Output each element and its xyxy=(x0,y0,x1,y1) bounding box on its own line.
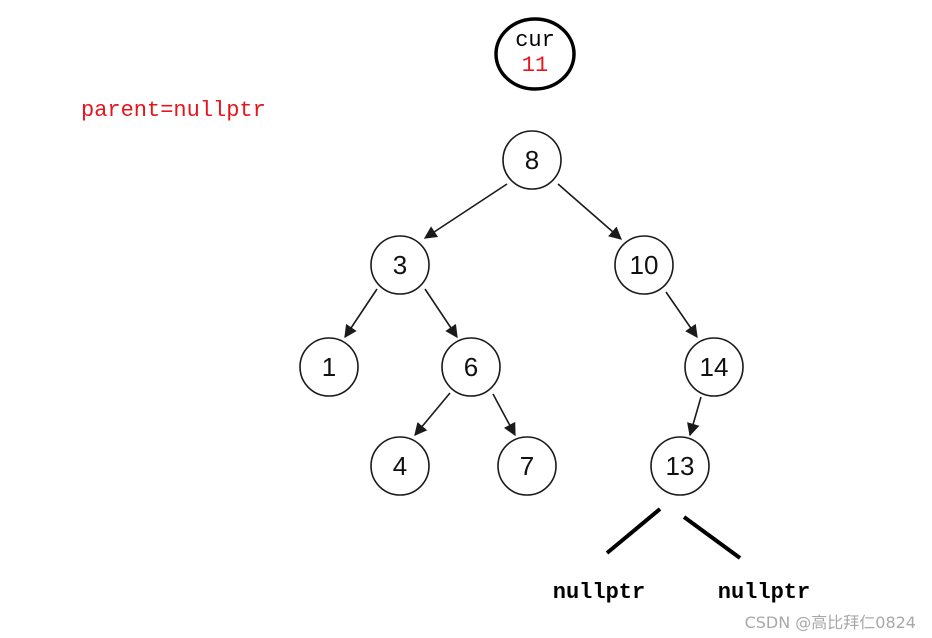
tree-nodes: 8 3 10 1 6 14 xyxy=(299,130,744,496)
null-label-left: nullptr xyxy=(553,580,645,605)
node-label: 14 xyxy=(700,352,729,382)
null-edge-left xyxy=(605,507,662,555)
null-label-right: nullptr xyxy=(718,580,810,605)
tree-node: 1 xyxy=(299,337,359,397)
node-label: 3 xyxy=(393,250,407,280)
cur-label: cur xyxy=(515,28,555,53)
edge-10-14 xyxy=(665,291,698,339)
node-label: 10 xyxy=(630,250,659,280)
parent-label: parent=nullptr xyxy=(81,98,266,123)
node-label: 13 xyxy=(666,451,695,481)
edge-8-3 xyxy=(423,183,508,239)
tree-node: 10 xyxy=(614,235,674,295)
node-label: 7 xyxy=(520,451,534,481)
edge-3-6 xyxy=(424,288,458,339)
tree-node: 14 xyxy=(684,337,744,397)
tree-node: 8 xyxy=(502,130,562,190)
null-edge-right xyxy=(682,515,742,560)
node-label: 6 xyxy=(464,352,478,382)
null-branches: nullptr nullptr xyxy=(553,507,810,605)
tree-node: 4 xyxy=(370,436,430,496)
tree-node: 13 xyxy=(650,436,710,496)
edge-3-1 xyxy=(344,288,378,339)
node-label: 4 xyxy=(393,451,407,481)
cur-indicator: cur 11 xyxy=(494,17,576,91)
tree-node: 3 xyxy=(370,235,430,295)
tree-node: 6 xyxy=(441,337,501,397)
edge-6-7 xyxy=(492,393,516,437)
edge-14-13 xyxy=(687,396,702,437)
tree-edges xyxy=(344,183,702,437)
cur-value: 11 xyxy=(522,53,548,78)
node-label: 1 xyxy=(322,352,336,382)
watermark: CSDN @高比拜仁0824 xyxy=(745,613,916,632)
cur-circle xyxy=(494,17,576,91)
edge-6-4 xyxy=(414,392,451,436)
node-label: 8 xyxy=(525,145,539,175)
tree-node: 7 xyxy=(497,436,557,496)
edge-8-10 xyxy=(557,183,622,240)
